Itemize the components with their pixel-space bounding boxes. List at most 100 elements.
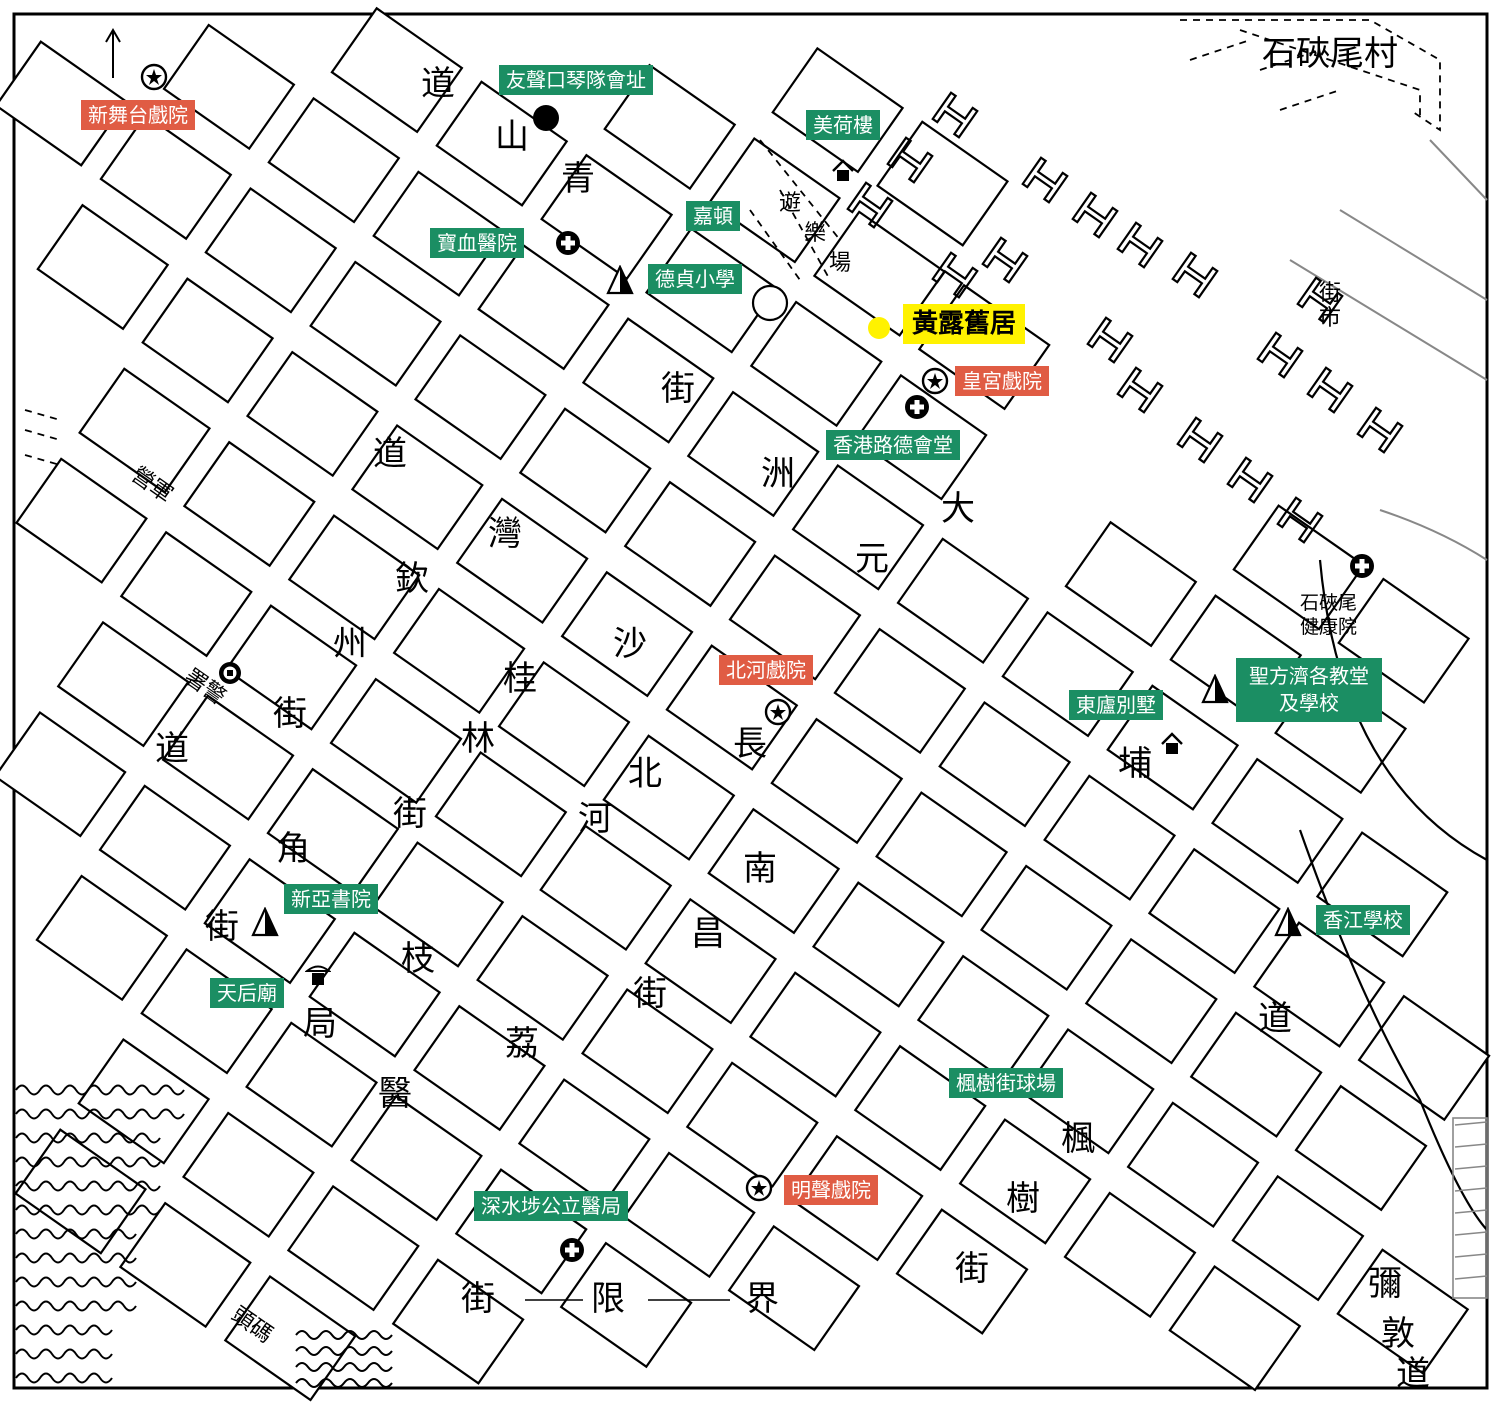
theatre-icon bbox=[745, 1174, 773, 1202]
school-icon bbox=[606, 265, 634, 295]
city-block bbox=[412, 1004, 547, 1132]
stripe bbox=[1454, 1121, 1488, 1126]
road-labels: 道山青街洲元大道灣沙北欽州街道桂林街河長南昌街角街枝荔局醫埔道楓樹街街限界彌敦道… bbox=[155, 64, 1430, 1394]
city-block bbox=[540, 153, 674, 281]
road-name-char: 沙 bbox=[613, 624, 647, 664]
city-block bbox=[330, 6, 464, 134]
road-name-char: 南 bbox=[743, 849, 777, 889]
city-block bbox=[1064, 520, 1198, 648]
h-building bbox=[1226, 456, 1274, 504]
city-block bbox=[665, 644, 799, 771]
road-name-char: 道 bbox=[155, 729, 189, 769]
road-name-char: 北 bbox=[628, 754, 662, 794]
city-block bbox=[56, 620, 190, 748]
road-name-char: 道 bbox=[1258, 999, 1292, 1039]
wave-line bbox=[295, 1362, 393, 1372]
h-building bbox=[931, 251, 979, 299]
city-block bbox=[1210, 757, 1344, 885]
road-name-char: 林 bbox=[461, 719, 495, 759]
road-name-char: 道 bbox=[373, 434, 407, 474]
city-block bbox=[770, 717, 904, 845]
place-label: 新舞台戲院 bbox=[81, 100, 195, 130]
city-block bbox=[371, 841, 505, 968]
place-label: 寶血醫院 bbox=[430, 228, 524, 258]
h-building bbox=[1176, 416, 1224, 464]
road-name-char: 場 bbox=[829, 251, 851, 276]
city-block bbox=[245, 1021, 379, 1148]
wave-line bbox=[295, 1346, 393, 1356]
city-block bbox=[791, 463, 925, 591]
city-block bbox=[1315, 831, 1449, 958]
city-block bbox=[455, 497, 589, 625]
city-block bbox=[391, 1258, 525, 1385]
road-name-char: 楓 bbox=[1061, 1119, 1095, 1159]
city-block bbox=[896, 537, 1030, 665]
city-block bbox=[1232, 504, 1366, 631]
city-block bbox=[875, 120, 1010, 247]
h-building bbox=[1071, 191, 1119, 239]
h-building bbox=[1116, 366, 1164, 414]
road-name-char: 彌 bbox=[1368, 1264, 1402, 1304]
wave-line bbox=[15, 1372, 113, 1384]
road-name-char: 長 bbox=[733, 724, 767, 764]
place-label: 友聲口琴隊會址 bbox=[499, 65, 653, 95]
city-block bbox=[477, 243, 611, 371]
place-label: 皇宮戲院 bbox=[955, 366, 1049, 396]
city-block bbox=[1231, 1174, 1365, 1302]
hospital-icon bbox=[554, 229, 582, 257]
city-block bbox=[119, 530, 253, 658]
city-block bbox=[581, 317, 715, 444]
wave-line bbox=[15, 1228, 137, 1240]
stripe bbox=[1454, 1275, 1488, 1280]
city-block bbox=[1063, 1191, 1197, 1319]
city-block bbox=[1168, 1264, 1302, 1392]
city-block bbox=[329, 677, 463, 805]
road-name-char: 道 bbox=[421, 64, 455, 104]
road-name-char: 街 bbox=[273, 694, 307, 734]
health-centre-label: 石硤尾 健康院 bbox=[1300, 592, 1357, 640]
city-block bbox=[224, 604, 358, 731]
road-name-char: 限 bbox=[591, 1279, 625, 1319]
city-block bbox=[287, 514, 421, 641]
city-block bbox=[708, 136, 842, 264]
road-name-char: 枝 bbox=[401, 939, 435, 979]
city-block bbox=[979, 864, 1113, 992]
city-block bbox=[1126, 1101, 1260, 1229]
road-name-char: 昌 bbox=[691, 914, 725, 954]
h-building bbox=[886, 136, 934, 184]
road-name-char: 樹 bbox=[1006, 1179, 1040, 1219]
city-block bbox=[1294, 1084, 1428, 1212]
temple-icon bbox=[305, 962, 331, 988]
wave-line bbox=[15, 1252, 137, 1264]
city-block bbox=[141, 277, 275, 404]
theatre-icon bbox=[921, 367, 949, 395]
north-arrow-icon bbox=[105, 28, 121, 78]
wave-line bbox=[295, 1378, 393, 1388]
wave-line bbox=[15, 1324, 113, 1336]
city-block bbox=[686, 390, 820, 518]
city-block bbox=[181, 1111, 315, 1239]
place-label: 嘉頓 bbox=[686, 201, 740, 231]
city-block bbox=[162, 23, 296, 151]
city-block bbox=[245, 350, 379, 478]
h-building bbox=[1356, 406, 1404, 454]
place-label: 天后廟 bbox=[210, 978, 284, 1008]
city-block bbox=[875, 791, 1009, 918]
landmark-dot bbox=[533, 105, 559, 131]
stripe bbox=[1454, 1143, 1488, 1148]
h-building bbox=[846, 181, 894, 229]
city-block bbox=[223, 1274, 357, 1402]
city-block bbox=[1337, 577, 1471, 705]
health-centre-line1: 石硤尾 bbox=[1300, 592, 1358, 614]
house-icon bbox=[830, 158, 856, 184]
wave-line bbox=[295, 1330, 393, 1340]
road-name-char: 桂 bbox=[503, 659, 537, 699]
road-name-char: 角 bbox=[276, 829, 310, 869]
city-block bbox=[161, 694, 295, 821]
health-centre-line2: 健康院 bbox=[1300, 615, 1358, 638]
road-name-char: 欽 bbox=[395, 559, 429, 599]
road-name-char: 敦 bbox=[1381, 1314, 1415, 1354]
corner-place-name: 石硤尾村 bbox=[1262, 34, 1398, 74]
city-block bbox=[622, 1151, 756, 1279]
